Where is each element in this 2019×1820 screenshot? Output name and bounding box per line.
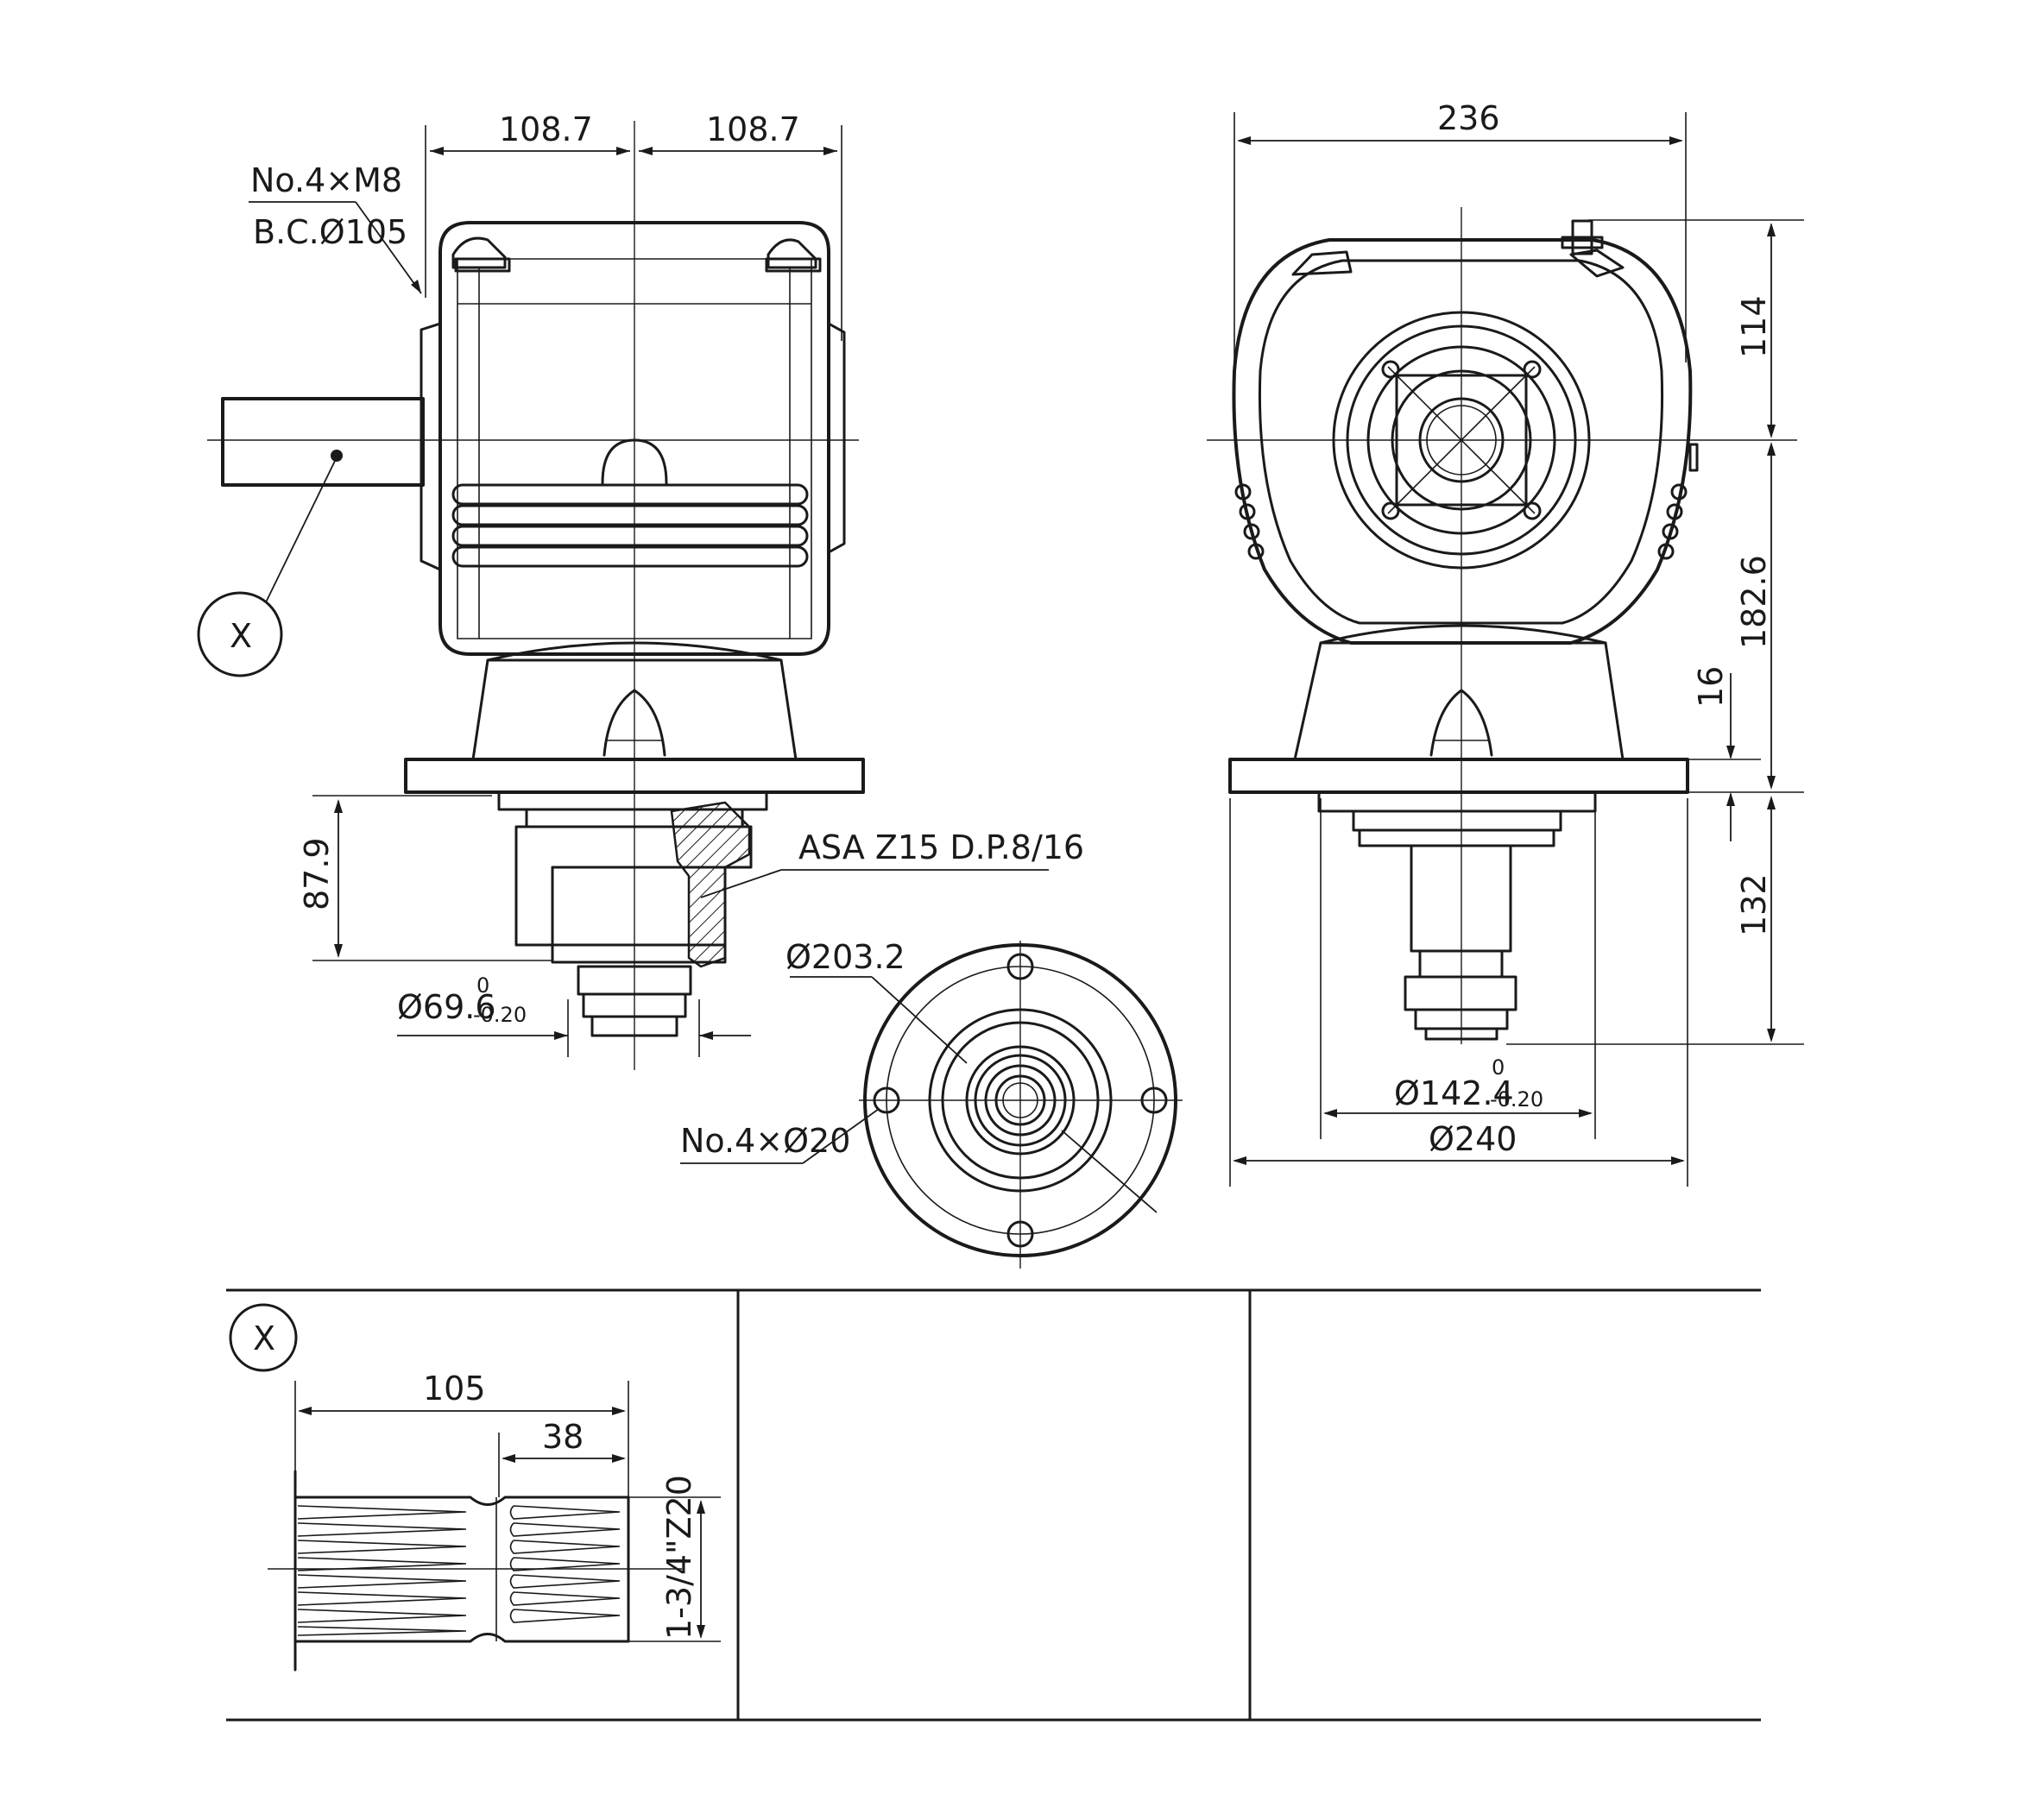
- side-output-nut: [1404, 975, 1517, 1011]
- dim-side-width-236: 236: [1437, 99, 1500, 137]
- dim-bolt-circle-dia: Ø203.2: [786, 938, 905, 976]
- detail-x-view: X 105: [229, 1303, 721, 1672]
- dim-pilot-tol-lower: -0.20: [1490, 1087, 1543, 1112]
- front-right-boss: [827, 322, 846, 554]
- front-left-lifting-eye: [451, 236, 507, 269]
- bottom-bolt-hole-left: [873, 1086, 900, 1114]
- dim-side-132: 132: [1735, 873, 1773, 936]
- dim-width-left-b: 108.7: [706, 110, 800, 148]
- front-housing: [439, 221, 830, 656]
- bottom-bolt-hole-top: [1006, 953, 1034, 980]
- dim-detail-105: 105: [423, 1370, 486, 1408]
- dim-width-left-a: 108.7: [499, 110, 593, 148]
- bolt-pattern-line2: B.C.Ø105: [253, 213, 407, 251]
- detail-x-marker: [229, 1303, 298, 1372]
- dim-flange-holes: No.4×Ø20: [680, 1122, 850, 1160]
- side-pedestal-dart: [1429, 689, 1493, 757]
- side-flange: [1228, 758, 1689, 794]
- bottom-bolt-circle: [886, 966, 1155, 1235]
- side-right-ear: [1569, 249, 1625, 278]
- side-right-lug: [1688, 443, 1699, 472]
- side-face-outer-circle: [1332, 311, 1591, 570]
- front-right-lifting-eye: [767, 238, 817, 269]
- detail-x-marker-label: X: [253, 1319, 275, 1357]
- dim-side-16: 16: [1692, 666, 1730, 708]
- front-cooling-fins: [451, 483, 809, 568]
- front-shaft-dot: [331, 450, 343, 462]
- dim-detail-spline: 1-3/4"Z20: [660, 1475, 698, 1640]
- detail-table: [226, 1288, 1761, 1722]
- dim-flange-dia: Ø240: [1429, 1120, 1517, 1158]
- side-spline-circle: [1418, 397, 1505, 483]
- bottom-bolt-hole-bottom: [1006, 1220, 1034, 1248]
- front-view: 108.7 108.7 No.4×M8 B.C.Ø105 X 87.9 Ø69.…: [197, 110, 1084, 1070]
- bottom-bolt-hole-right: [1140, 1086, 1168, 1114]
- dim-pilot-tol-upper: 0: [1492, 1055, 1505, 1080]
- front-housing-inner: [457, 258, 812, 639]
- dim-pilot-dia: Ø142.4: [1394, 1074, 1514, 1112]
- dim-side-182-6: 182.6: [1735, 555, 1773, 649]
- dim-shaft-tol-lower: -0.20: [473, 1003, 527, 1027]
- front-dome: [601, 438, 668, 485]
- bolt-pattern-line1: No.4×M8: [250, 161, 402, 199]
- detail-x-callout: [197, 591, 283, 677]
- side-pedestal: [1293, 641, 1625, 761]
- dim-height-87-9: 87.9: [298, 837, 336, 910]
- bottom-view: Ø203.2 No.4×Ø20: [680, 938, 1183, 1269]
- bottom-flange-outer: [863, 943, 1177, 1257]
- side-bead-dots: [1234, 483, 1688, 560]
- front-pedestal-dart: [603, 689, 666, 757]
- dim-shaft-dia: Ø69.6: [397, 988, 496, 1026]
- front-section-hatch: [670, 801, 751, 968]
- detail-spline-teeth-short: [509, 1505, 621, 1623]
- dim-detail-38: 38: [542, 1418, 584, 1456]
- spline-spec-label: ASA Z15 D.P.8/16: [798, 828, 1084, 866]
- front-input-shaft: [221, 397, 425, 487]
- side-left-ear: [1291, 250, 1353, 276]
- side-view: 236 114 182.6 16 132 Ø142.4 0 -0: [1207, 99, 1804, 1187]
- dim-shaft-tol-upper: 0: [476, 973, 489, 998]
- dim-side-114: 114: [1735, 295, 1773, 358]
- detail-spline-teeth-long: [297, 1505, 467, 1636]
- detail-x-callout-label: X: [230, 617, 252, 655]
- side-housing-inner: [1258, 259, 1664, 625]
